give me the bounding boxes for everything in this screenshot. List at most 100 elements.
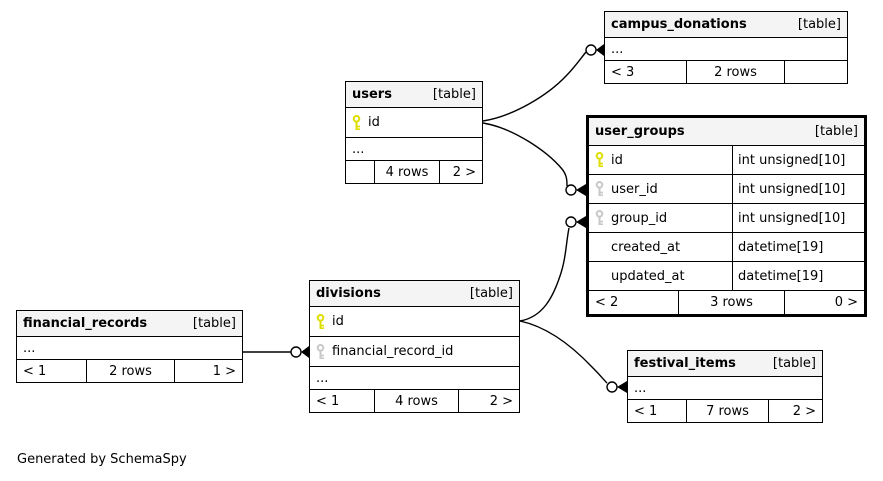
table-header[interactable]: financial_records [table] — [17, 311, 242, 337]
column-type: int unsigned[10] — [738, 152, 846, 168]
column-name: id — [368, 115, 380, 130]
table-row: user_id int unsigned[10] — [589, 175, 864, 204]
table-name[interactable]: festival_items — [634, 356, 736, 371]
table-row: id — [310, 307, 519, 337]
primary-key-icon — [316, 313, 325, 330]
edge-users-user_groups — [482, 122, 586, 196]
table-type-badge: [table] — [797, 17, 841, 32]
crow-foot-icon — [576, 216, 586, 228]
table-row-ellipsis: ... — [17, 337, 242, 360]
parents-count: < 1 — [316, 393, 340, 409]
table-name[interactable]: financial_records — [23, 316, 148, 331]
generator-credit: Generated by SchemaSpy — [17, 452, 187, 467]
parents-count: < 3 — [611, 64, 635, 80]
column-name: ... — [316, 370, 329, 386]
column-name: ... — [23, 340, 36, 356]
column-name: created_at — [611, 239, 681, 255]
children-count: 0 > — [784, 291, 864, 314]
parents-count — [346, 161, 374, 183]
children-count: 1 > — [174, 360, 242, 382]
table-user_groups[interactable]: user_groups [table] id int unsigned[10] … — [586, 115, 867, 317]
table-type-badge: [table] — [469, 286, 513, 301]
foreign-key-icon — [316, 343, 325, 360]
zero-circle-icon — [290, 346, 302, 358]
table-footer: 4 rows 2 > — [346, 161, 482, 183]
table-row: id — [346, 108, 482, 138]
table-header[interactable]: users [table] — [346, 82, 482, 108]
table-financial_records[interactable]: financial_records [table] ... < 1 2 rows… — [16, 310, 243, 383]
table-divisions[interactable]: divisions [table] id financial_record_id… — [309, 280, 520, 413]
foreign-key-icon — [595, 210, 604, 226]
children-count: 2 > — [768, 400, 822, 422]
table-header[interactable]: festival_items [table] — [628, 351, 822, 377]
table-footer: < 1 2 rows 1 > — [17, 360, 242, 382]
table-users[interactable]: users [table] id ... 4 rows 2 > — [345, 81, 483, 184]
rows-count: 2 rows — [686, 61, 784, 83]
zero-circle-icon — [606, 381, 618, 393]
rows-count: 2 rows — [86, 360, 174, 382]
table-type-badge: [table] — [192, 316, 236, 331]
primary-key-icon — [352, 114, 361, 131]
table-row: created_at datetime[19] — [589, 233, 864, 262]
table-name[interactable]: divisions — [316, 286, 381, 301]
table-header[interactable]: user_groups [table] — [589, 118, 864, 146]
column-type: int unsigned[10] — [738, 210, 846, 226]
crow-foot-icon — [576, 184, 586, 196]
column-type: datetime[19] — [738, 268, 824, 284]
column-name: group_id — [611, 210, 668, 226]
table-type-badge: [table] — [772, 356, 816, 371]
column-name: id — [332, 314, 344, 329]
table-name[interactable]: users — [352, 87, 392, 102]
table-footer: < 1 4 rows 2 > — [310, 390, 519, 412]
rows-count: 7 rows — [686, 400, 768, 422]
crow-foot-icon — [617, 381, 627, 393]
table-header[interactable]: divisions [table] — [310, 281, 519, 307]
edge-divisions-festival_items — [519, 320, 627, 393]
table-name[interactable]: user_groups — [595, 124, 685, 139]
column-name: ... — [352, 141, 365, 157]
foreign-key-icon — [595, 181, 604, 197]
column-name: financial_record_id — [332, 344, 454, 359]
column-name: id — [611, 152, 623, 168]
table-row: id int unsigned[10] — [589, 146, 864, 175]
table-row-ellipsis: ... — [346, 138, 482, 161]
table-row-ellipsis: ... — [605, 38, 847, 61]
children-count: 2 > — [458, 390, 519, 412]
rows-count: 3 rows — [678, 291, 784, 314]
crow-foot-icon — [596, 44, 604, 56]
edge-financial_records-divisions — [243, 346, 309, 358]
column-name: ... — [611, 41, 624, 57]
crow-foot-icon — [301, 346, 309, 358]
table-campus_donations[interactable]: campus_donations [table] ... < 3 2 rows — [604, 11, 848, 84]
edge-divisions-user_groups — [519, 216, 586, 322]
table-header[interactable]: campus_donations [table] — [605, 12, 847, 38]
table-festival_items[interactable]: festival_items [table] ... < 1 7 rows 2 … — [627, 350, 823, 423]
table-footer: < 3 2 rows — [605, 61, 847, 83]
table-row-ellipsis: ... — [628, 377, 822, 400]
table-name[interactable]: campus_donations — [611, 17, 747, 32]
table-row: updated_at datetime[19] — [589, 262, 864, 291]
parents-count: < 2 — [595, 295, 619, 310]
column-name: ... — [634, 380, 647, 396]
rows-count: 4 rows — [374, 161, 439, 183]
table-row-ellipsis: ... — [310, 367, 519, 390]
parents-count: < 1 — [634, 403, 658, 419]
edge-users-campus_donations — [482, 44, 604, 122]
table-type-badge: [table] — [814, 124, 858, 139]
table-row: financial_record_id — [310, 337, 519, 367]
parents-count: < 1 — [23, 363, 47, 379]
table-footer: < 2 3 rows 0 > — [589, 291, 864, 314]
rows-count: 4 rows — [374, 390, 458, 412]
zero-circle-icon — [585, 44, 597, 56]
column-name: user_id — [611, 181, 658, 197]
primary-key-icon — [595, 152, 604, 168]
column-name: updated_at — [611, 268, 685, 284]
zero-circle-icon — [565, 184, 577, 196]
children-count: 2 > — [439, 161, 482, 183]
zero-circle-icon — [565, 216, 577, 228]
table-footer: < 1 7 rows 2 > — [628, 400, 822, 422]
column-type: int unsigned[10] — [738, 181, 846, 197]
table-row: group_id int unsigned[10] — [589, 204, 864, 233]
